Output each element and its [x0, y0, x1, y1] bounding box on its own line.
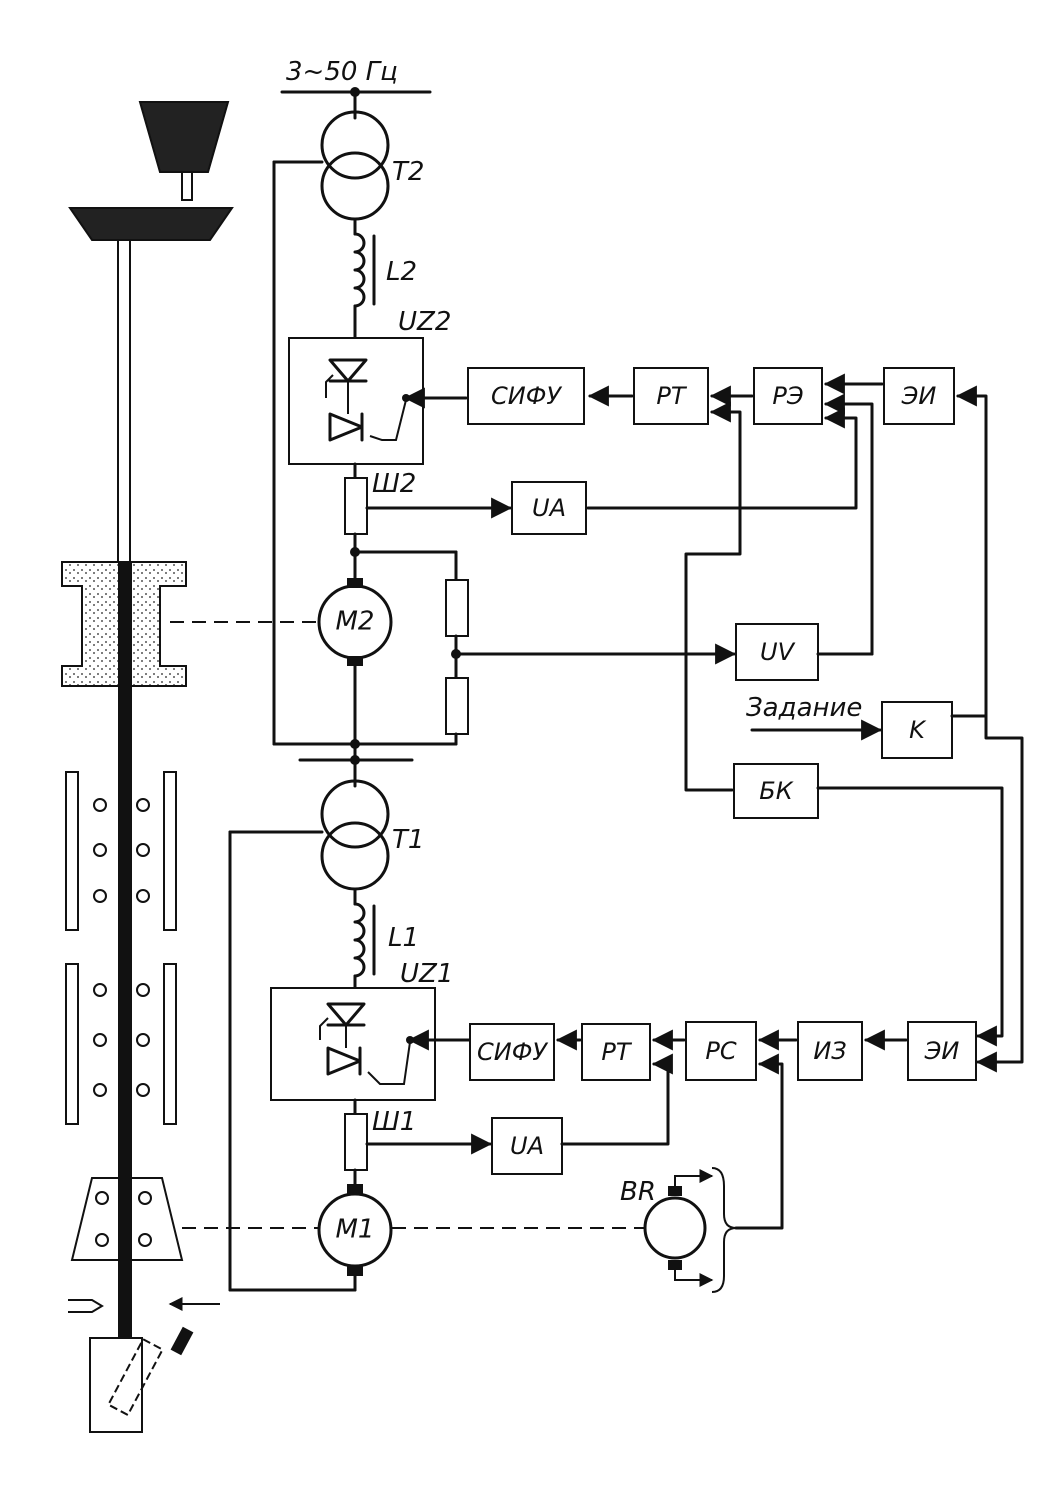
ei-lower-block: ЭИ [907, 1021, 977, 1081]
ua-lower-block: UA [491, 1117, 563, 1175]
svg-text:K: K [909, 716, 927, 744]
svg-text:PC: PC [705, 1037, 736, 1065]
divider-upper-resistor [445, 579, 469, 637]
pc-block: PC [685, 1021, 757, 1081]
svg-text:UA: UA [510, 1132, 544, 1160]
svg-text:СИФУ: СИФУ [491, 382, 562, 410]
svg-text:PT: PT [656, 382, 687, 410]
setpoint-label: Задание [746, 693, 862, 723]
transformer-t1 [320, 779, 390, 891]
k-block: K [881, 701, 953, 759]
svg-text:ЭИ: ЭИ [924, 1037, 960, 1065]
l2-label: L2 [386, 257, 417, 287]
bk-block: БК [733, 763, 819, 819]
casting-machine [61, 101, 234, 1433]
ladle [138, 101, 230, 173]
sh2-label: Ш2 [372, 469, 416, 499]
brace [711, 1167, 737, 1293]
br-label: BR [620, 1177, 656, 1207]
cut-bin [89, 1337, 143, 1433]
svg-text:PЭ: PЭ [772, 382, 803, 410]
svg-text:UV: UV [760, 638, 796, 666]
shunt-sh1 [344, 1113, 368, 1171]
converter-uz1 [270, 987, 472, 1101]
pt-upper-block: PT [633, 367, 709, 425]
re-block: PЭ [753, 367, 823, 425]
t1-label: T1 [392, 825, 424, 855]
supply-label: 3~50 Гц [286, 57, 398, 87]
t2-label: T2 [392, 157, 424, 187]
tachogenerator-br [643, 1167, 737, 1293]
shunt-sh2 [344, 477, 368, 535]
tundish [68, 207, 234, 241]
ua-upper-block: UA [511, 481, 587, 535]
motor-m2: M2 [317, 584, 393, 660]
sh1-label: Ш1 [372, 1107, 416, 1137]
svg-text:ИЗ: ИЗ [813, 1037, 846, 1065]
reactor-l2 [353, 232, 366, 308]
svg-text:M2: M2 [336, 607, 375, 637]
reactor-l1 [353, 902, 366, 978]
uz2-label: UZ2 [398, 307, 451, 337]
cooling-rollers-2 [93, 983, 150, 1097]
converter-uz2 [288, 337, 468, 465]
cooling-rollers-1 [93, 798, 150, 903]
iz-block: ИЗ [797, 1021, 863, 1081]
ingot-strand [118, 562, 132, 1338]
svg-text:СИФУ: СИФУ [477, 1038, 548, 1066]
ei-upper-block: ЭИ [883, 367, 955, 425]
svg-text:БК: БК [759, 777, 793, 805]
l1-label: L1 [388, 923, 419, 953]
svg-text:PT: PT [601, 1038, 632, 1066]
svg-text:ЭИ: ЭИ [901, 382, 937, 410]
sifu-upper-block: СИФУ [467, 367, 585, 425]
uz1-label: UZ1 [400, 959, 453, 989]
uv-block: UV [735, 623, 819, 681]
svg-text:UA: UA [532, 494, 566, 522]
svg-text:M1: M1 [336, 1215, 375, 1245]
motor-m1: M1 [317, 1192, 393, 1268]
ingot-upper [117, 239, 131, 563]
transformer-t2 [320, 110, 390, 221]
torch-icon [68, 1299, 104, 1313]
divider-lower-resistor [445, 677, 469, 735]
pt-lower-block: PT [581, 1023, 651, 1081]
sifu-lower-block: СИФУ [469, 1023, 555, 1081]
